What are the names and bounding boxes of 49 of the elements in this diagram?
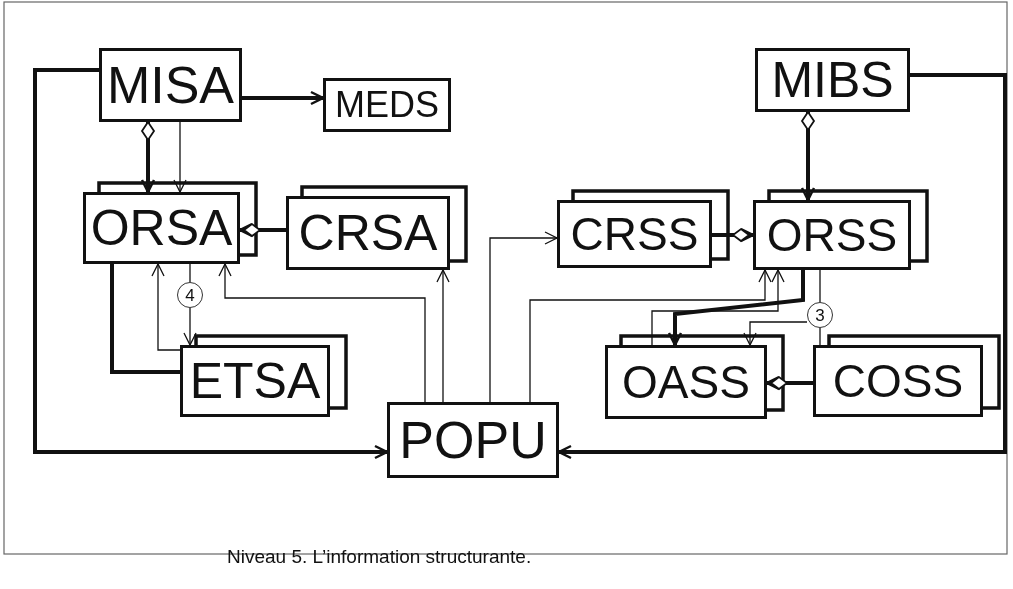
- connector-line: [189, 263, 191, 283]
- arrow: [489, 231, 558, 403]
- connector-line: [819, 269, 821, 303]
- entity-name: MEDS: [335, 87, 439, 123]
- arrow: [151, 263, 181, 351]
- entity-box: [755, 48, 910, 112]
- stacked-entity-box: [813, 345, 983, 417]
- entity-name: COSS: [832, 358, 964, 404]
- stacked-entity-box: [557, 200, 712, 268]
- arrow: [557, 73, 1007, 460]
- entity-name: ORSA: [90, 203, 233, 253]
- entity-name: MIBS: [771, 55, 894, 105]
- arrow: [238, 222, 286, 238]
- arrow: [651, 269, 785, 346]
- arrow: [529, 269, 772, 403]
- connector-line: [819, 327, 821, 346]
- arrow: [765, 375, 813, 391]
- entity-name: ORSS: [766, 212, 898, 258]
- entity-name: ETSA: [189, 356, 321, 406]
- arrow: [218, 263, 426, 403]
- stacked-entity-box: [83, 192, 240, 264]
- callout-number: 4: [185, 286, 195, 304]
- entity-name: CRSA: [298, 208, 438, 258]
- arrow: [140, 121, 156, 194]
- entity-box: [387, 402, 559, 478]
- stacked-entity-box: [286, 196, 450, 270]
- caption: Niveau 5. L’information structurante.: [227, 546, 532, 568]
- number-circle: [807, 302, 833, 328]
- arrow: [436, 269, 450, 403]
- arrow: [242, 90, 325, 106]
- callout-number: 3: [815, 306, 825, 324]
- entity-name: CRSS: [570, 211, 699, 257]
- arrow: [800, 111, 816, 202]
- arrow: [743, 321, 808, 346]
- stacked-entity-box: [605, 345, 767, 419]
- entity-name: POPU: [399, 414, 547, 466]
- connector-line: [110, 264, 180, 374]
- arrow: [712, 227, 755, 243]
- entity-name: OASS: [622, 359, 750, 405]
- entity-name: MISA: [106, 59, 235, 111]
- arrow: [173, 121, 187, 193]
- entity-box: [323, 78, 451, 132]
- arrow: [33, 68, 389, 460]
- number-circle: [177, 282, 203, 308]
- arrow: [667, 270, 805, 347]
- stacked-entity-box: [753, 200, 911, 270]
- stacked-entity-box: [180, 345, 330, 417]
- arrow: [183, 307, 197, 346]
- entity-box: [99, 48, 242, 122]
